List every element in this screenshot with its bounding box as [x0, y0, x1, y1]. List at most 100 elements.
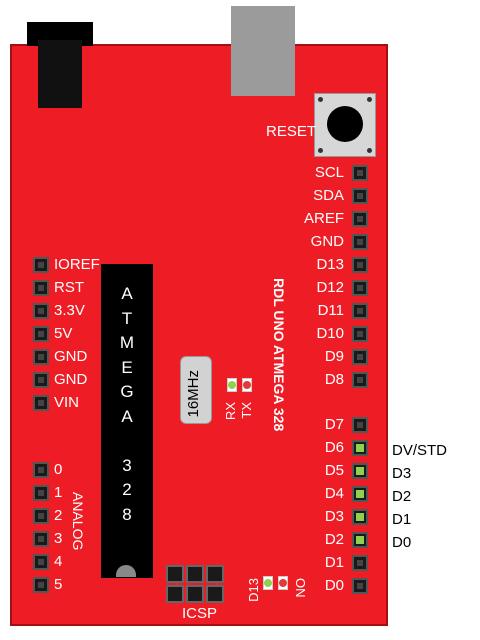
power-pin-label: RST — [54, 279, 84, 296]
pin-d8 — [352, 372, 368, 388]
pin-label-sda: SDA — [313, 187, 344, 204]
pin-hole — [38, 331, 44, 337]
pin-label-d8: D8 — [324, 371, 344, 388]
pin-d5 — [352, 463, 368, 479]
pin-hole — [38, 490, 44, 496]
chip-letter: M — [119, 333, 135, 352]
chip-letter: G — [120, 382, 134, 401]
connection-label-d3: D1 — [392, 511, 412, 528]
reset-button-cap[interactable] — [327, 106, 363, 142]
chip-notch — [116, 565, 136, 577]
pin-power-2 — [33, 303, 49, 319]
board-name: RDL UNO ATMEGA 328 — [271, 278, 287, 432]
icsp-pin — [206, 565, 224, 583]
crystal — [180, 356, 212, 424]
reset-screw — [318, 97, 323, 102]
pin-power-6 — [33, 395, 49, 411]
analog-pin-label: 0 — [54, 461, 63, 478]
chip-letter: A — [121, 284, 133, 303]
pin-aref — [352, 211, 368, 227]
pin-power-3 — [33, 326, 49, 342]
analog-pin-label: 1 — [54, 484, 63, 501]
pin-hole — [357, 583, 363, 589]
pin-label-d6: D6 — [324, 439, 344, 456]
pin-d4 — [352, 486, 368, 502]
icsp-pin — [206, 585, 224, 603]
pin-analog-3 — [33, 531, 49, 547]
power-pin-label: VIN — [54, 394, 80, 411]
power-pin-label: 5V — [54, 325, 73, 342]
pin-label-d10: D10 — [316, 325, 344, 342]
reset-label: RESET — [266, 123, 317, 140]
connection-label-d6: DV/STD — [392, 442, 448, 459]
pin-hole — [356, 467, 364, 475]
pin-hole — [357, 170, 363, 176]
pin-d7 — [352, 417, 368, 433]
pin-sda — [352, 188, 368, 204]
chip-letter: A — [121, 406, 133, 426]
pin-hole — [357, 560, 363, 566]
pin-label-d3: D3 — [324, 508, 344, 525]
analog-pin-label: 5 — [54, 576, 63, 593]
usb-connector — [231, 6, 295, 96]
pin-hole — [38, 354, 44, 360]
power-pin-label: 3.3V — [54, 302, 85, 319]
rx-led — [228, 381, 236, 389]
analog-pin-label: 4 — [54, 553, 63, 570]
pin-label-d5: D5 — [324, 462, 344, 479]
on-led-label: ON — [293, 578, 308, 598]
reset-screw — [367, 97, 372, 102]
pin-label-d4: D4 — [324, 485, 344, 502]
pin-hole — [38, 285, 44, 291]
pin-d11 — [352, 303, 368, 319]
icsp-pin — [186, 585, 204, 603]
analog-pin-label: 2 — [54, 507, 63, 524]
pin-hole — [357, 422, 363, 428]
pin-hole — [38, 308, 44, 314]
pin-label-d12: D12 — [316, 279, 344, 296]
rx-label: RX — [223, 402, 238, 421]
tx-led — [243, 381, 251, 389]
pin-hole — [38, 513, 44, 519]
pin-label-gnd: GND — [310, 233, 344, 250]
chip-letter: T — [121, 308, 133, 328]
pin-label-d11: D11 — [317, 302, 344, 319]
pin-d10 — [352, 326, 368, 342]
pin-label-d1: D1 — [324, 554, 344, 571]
reset-screw — [318, 148, 323, 153]
pin-label-aref: AREF — [303, 210, 344, 227]
pin-d2 — [352, 532, 368, 548]
pin-hole — [357, 354, 363, 360]
d13-led — [264, 579, 272, 587]
pin-d13 — [352, 257, 368, 273]
connection-label-d5: D3 — [392, 465, 412, 482]
chip-letter: 3 — [122, 455, 132, 475]
pin-label-d9: D9 — [324, 348, 344, 365]
pin-hole — [38, 467, 44, 473]
atmega-chip — [101, 264, 153, 578]
pin-label-d0: D0 — [324, 577, 344, 594]
on-led — [279, 579, 287, 587]
power-pin-label: GND — [54, 348, 88, 365]
icsp-pin — [186, 565, 204, 583]
analog-pin-label: 3 — [54, 530, 63, 547]
pin-hole — [38, 262, 44, 268]
pin-label-d13: D13 — [316, 256, 344, 273]
pin-power-1 — [33, 280, 49, 296]
pin-analog-5 — [33, 577, 49, 593]
pin-scl — [352, 165, 368, 181]
pin-power-5 — [33, 372, 49, 388]
pin-d3 — [352, 509, 368, 525]
pin-d1 — [352, 555, 368, 571]
pin-d12 — [352, 280, 368, 296]
pin-hole — [356, 444, 364, 452]
pin-d9 — [352, 349, 368, 365]
icsp-label: ICSP — [182, 605, 218, 622]
pin-analog-0 — [33, 462, 49, 478]
connection-label-d4: D2 — [392, 488, 412, 505]
pin-hole — [356, 490, 364, 498]
chip-letter: 2 — [122, 480, 132, 499]
connection-label-d2: D0 — [392, 534, 412, 551]
power-pin-label: IOREF — [54, 256, 100, 273]
pin-label-scl: SCL — [314, 164, 344, 181]
